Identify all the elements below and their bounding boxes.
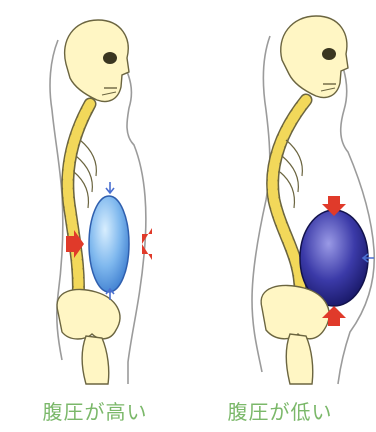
femur-left — [82, 336, 109, 384]
figure-high-pressure — [50, 20, 152, 384]
femur-right — [286, 334, 313, 384]
skull-right — [281, 16, 348, 97]
figure-low-pressure — [252, 16, 374, 384]
caption-low-pressure: 腹圧が低い — [205, 396, 355, 425]
blue-arrow-icon — [106, 182, 114, 193]
skull-left — [65, 20, 129, 101]
spine-left — [68, 104, 90, 300]
abdominal-pressure-balloon-high — [89, 196, 129, 292]
caption-high-pressure: 腹圧が高い — [20, 396, 170, 425]
